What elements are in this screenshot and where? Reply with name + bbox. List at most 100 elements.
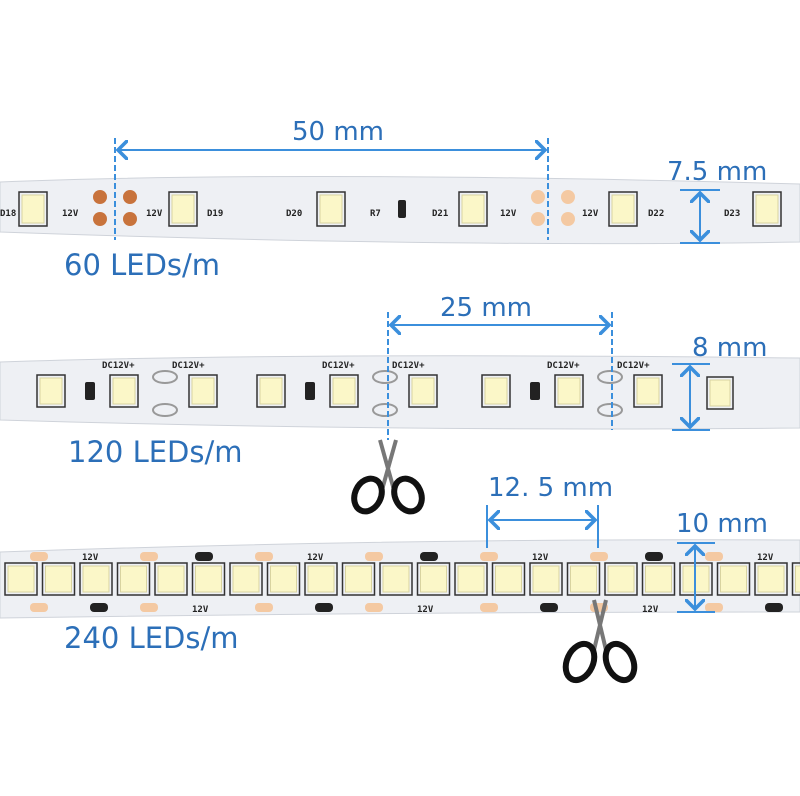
- solder-pad: [597, 403, 623, 417]
- led-chip: [420, 565, 447, 593]
- led-frame: [256, 374, 286, 408]
- led-chip: [457, 565, 485, 593]
- led-frame: [752, 191, 782, 227]
- led-chip: [259, 377, 283, 405]
- solder-pad: [93, 190, 107, 204]
- led-frame: [188, 374, 218, 408]
- led-chip: [557, 377, 581, 405]
- led-chip: [757, 565, 785, 593]
- chip-label: D21: [432, 209, 448, 219]
- solder-pad: [705, 603, 723, 612]
- solder-pad: [372, 403, 398, 417]
- solder-pad: [123, 212, 137, 226]
- led-frame: [791, 562, 800, 596]
- led-chip: [120, 565, 147, 593]
- chip-label: 12V: [532, 553, 549, 563]
- led-chip: [39, 377, 63, 405]
- led-chip: [720, 565, 747, 593]
- chip-label: 12V: [146, 209, 163, 219]
- led-chip: [607, 565, 635, 593]
- solder-pad: [140, 603, 158, 612]
- solder-pad: [531, 212, 545, 226]
- led-chip: [532, 565, 560, 593]
- solder-pad: [480, 552, 498, 561]
- led-frame: [491, 562, 526, 596]
- led-chip: [45, 565, 72, 593]
- dimension-arrow-icon: [387, 312, 710, 440]
- led-chip: [411, 377, 435, 405]
- chip-label: 12V: [62, 209, 79, 219]
- led-frame: [641, 562, 676, 596]
- led-frame: [266, 562, 301, 596]
- led-chip: [611, 194, 635, 224]
- led-frame: [36, 374, 66, 408]
- resistor: [765, 603, 783, 612]
- solder-pad: [372, 370, 398, 384]
- led-frame: [706, 376, 734, 410]
- led-chip: [332, 377, 356, 405]
- led-chip: [645, 565, 672, 593]
- led-chip: [636, 377, 660, 405]
- led-frame: [566, 562, 601, 596]
- strip-120-components: DC12V+DC12V+DC12V+DC12V+DC12V+DC12V+: [36, 361, 734, 417]
- solder-pad: [123, 190, 137, 204]
- width-label-60: 7.5 mm: [667, 157, 767, 187]
- chip-label: DC12V+: [392, 361, 425, 371]
- resistor: [530, 382, 540, 400]
- led-chip: [171, 194, 195, 224]
- led-frame: [41, 562, 76, 596]
- led-chip: [319, 194, 343, 224]
- led-frame: [154, 562, 188, 596]
- solder-pad: [152, 403, 178, 417]
- dimension-arrow-icon: [486, 505, 715, 613]
- solder-pad: [30, 552, 48, 561]
- resistor: [315, 603, 333, 612]
- led-chip: [270, 565, 297, 593]
- led-frame: [529, 562, 563, 596]
- solder-pad: [561, 212, 575, 226]
- led-chip: [570, 565, 597, 593]
- chip-label: DC12V+: [102, 361, 135, 371]
- solder-pad: [531, 190, 545, 204]
- resistor: [398, 200, 406, 218]
- strip-240-components: 12V12V12V12V12V12V12V12V: [4, 552, 800, 615]
- led-frame: [416, 562, 451, 596]
- led-frame: [754, 562, 788, 596]
- led-frame: [316, 191, 346, 227]
- width-label-240: 10 mm: [676, 509, 768, 539]
- chip-label: 12V: [757, 553, 774, 563]
- solder-pad: [480, 603, 498, 612]
- resistor: [195, 552, 213, 561]
- resistor: [540, 603, 558, 612]
- solder-pad: [561, 190, 575, 204]
- chip-label: 12V: [82, 553, 99, 563]
- led-chip: [157, 565, 185, 593]
- solder-pad: [255, 603, 273, 612]
- density-label-120: 120 LEDs/m: [68, 435, 243, 469]
- scissors-icon: [351, 439, 425, 515]
- density-label-60: 60 LEDs/m: [64, 248, 220, 282]
- led-frame: [554, 374, 584, 408]
- led-chip: [82, 565, 110, 593]
- solder-pad: [365, 603, 383, 612]
- led-frame: [109, 374, 139, 408]
- chip-label: 12V: [582, 209, 599, 219]
- chip-label: DC12V+: [172, 361, 205, 371]
- led-chip: [307, 565, 335, 593]
- led-frame: [229, 562, 263, 596]
- led-frame: [608, 191, 638, 227]
- spacing-label-240: 12. 5 mm: [488, 473, 613, 503]
- spacing-label-120: 25 mm: [440, 293, 532, 323]
- led-chip: [232, 565, 260, 593]
- solder-pad: [597, 370, 623, 384]
- chip-label: 12V: [642, 605, 659, 615]
- resistor: [85, 382, 95, 400]
- led-chip: [7, 565, 35, 593]
- chip-label: DC12V+: [617, 361, 650, 371]
- led-frame: [4, 562, 38, 596]
- led-frame: [18, 191, 48, 227]
- chip-label: DC12V+: [322, 361, 355, 371]
- chip-label: D23: [724, 209, 740, 219]
